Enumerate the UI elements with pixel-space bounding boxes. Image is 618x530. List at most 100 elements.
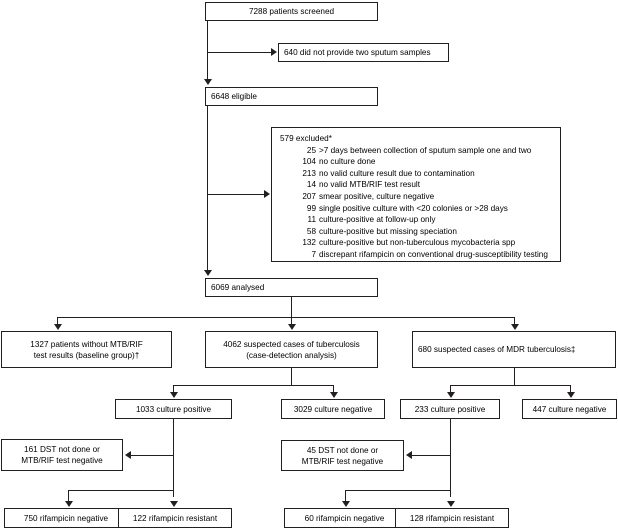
node-suspected-tuberculosis: 4062 suspected cases of tuberculosis (ca… <box>205 331 378 368</box>
excluded-count: 7 <box>311 249 316 259</box>
node-mdr-rifampicin-negative: 60 rifampicin negative <box>284 508 405 528</box>
node-mdr-dst-not-done: 45 DST not done or MTB/RIF test negative <box>281 440 404 471</box>
node-label: 447 culture negative <box>532 404 607 414</box>
node-label: 680 suspected cases of MDR tuberculosis‡ <box>418 345 576 354</box>
connector-suspected-mdr-stem <box>514 368 515 385</box>
arrowhead-analysed <box>203 270 212 276</box>
arrowhead-tb-rif-resistant <box>169 501 178 507</box>
node-analysed: 6069 analysed <box>205 278 378 297</box>
connector-tb-rif-bus <box>68 490 174 491</box>
node-label: 3029 culture negative <box>293 404 373 414</box>
connector-bus-to-tb-culture-negative <box>333 385 334 392</box>
node-label: 1327 patients without MTB/RIF test resul… <box>30 339 143 360</box>
node-excluded-detail: 579 excluded* 25 >7 days between collect… <box>271 127 561 262</box>
node-patients-screened: 7288 patients screened <box>205 2 378 21</box>
arrowhead-suspected-tb <box>287 324 296 330</box>
arrowhead-mdr-culture-positive <box>446 392 455 398</box>
excluded-reason-list: 25 >7 days between collection of sputum … <box>290 145 554 261</box>
connector-mdr-culture-positive-stem <box>450 419 451 497</box>
excluded-reason-item: 14 no valid MTB/RIF test result <box>290 179 554 191</box>
node-label: 1033 culture positive <box>135 404 212 414</box>
excluded-reason-item: 25 >7 days between collection of sputum … <box>290 145 554 157</box>
excluded-count: 14 <box>306 180 316 190</box>
connector-bus-to-suspected-mdr <box>514 317 515 325</box>
excluded-count: 207 <box>302 191 316 201</box>
excluded-reason: single positive culture with <20 colonie… <box>319 203 508 213</box>
excluded-reason: no valid culture result due to contamina… <box>319 168 475 178</box>
node-label: 6648 eligible <box>211 92 257 101</box>
excluded-reason: >7 days between collection of sputum sam… <box>319 145 532 155</box>
excluded-reason: no culture done <box>319 157 376 167</box>
node-label: 640 did not provide two sputum samples <box>284 48 431 57</box>
node-label: 233 culture positive <box>414 404 486 414</box>
connector-bus-to-mdr-rif-negative <box>345 490 346 501</box>
arrowhead-tb-culture-negative <box>329 392 338 398</box>
connector-analysed-stem <box>291 297 292 317</box>
node-tb-culture-positive: 1033 culture positive <box>115 399 232 419</box>
excluded-count: 213 <box>302 168 316 178</box>
excluded-reason-item: 207 smear positive, culture negative <box>290 191 554 203</box>
node-eligible: 6648 eligible <box>205 87 378 106</box>
connector-suspected-tb-bus <box>173 385 333 386</box>
node-suspected-mdr-tuberculosis: 680 suspected cases of MDR tuberculosis‡ <box>412 331 616 368</box>
connector-bus-to-mdr-culture-positive <box>450 385 451 392</box>
node-no-two-sputum-samples: 640 did not provide two sputum samples <box>278 43 449 62</box>
excluded-reason-item: 99 single positive culture with <20 colo… <box>290 203 554 215</box>
node-label: 7288 patients screened <box>248 7 335 16</box>
connector-mdr-rif-bus <box>345 490 451 491</box>
node-label: 161 DST not done or MTB/RIF test negativ… <box>21 445 103 465</box>
excluded-reason: culture-positive but non-tuberculous myc… <box>319 238 516 248</box>
connector-analysed-bus <box>57 317 514 318</box>
connector-bus-to-baseline <box>57 317 58 325</box>
excluded-count: 11 <box>307 215 317 225</box>
excluded-reason: smear positive, culture negative <box>319 191 435 201</box>
connector-bus-to-tb-rif-negative <box>68 490 69 501</box>
connector-bus-to-tb-culture-positive <box>173 385 174 392</box>
excluded-reason: culture-positive at follow-up only <box>319 215 436 225</box>
excluded-reason-item: 213 no valid culture result due to conta… <box>290 168 554 180</box>
arrowhead-baseline-group <box>53 324 62 330</box>
arrowhead-mdr-dst-not-done <box>406 451 412 459</box>
connector-mdr-to-dst-not-done <box>412 455 451 456</box>
connector-bus-to-mdr-culture-negative <box>570 385 571 392</box>
arrowhead-tb-culture-positive <box>169 392 178 398</box>
arrowhead-suspected-mdr <box>510 324 519 330</box>
connector-tb-to-dst-not-done <box>131 455 174 456</box>
arrowhead-mdr-rif-resistant <box>446 501 455 507</box>
excluded-reason: culture-positive but missing speciation <box>319 226 457 236</box>
node-mdr-rifampicin-resistant: 128 rifampicin resistant <box>395 508 509 528</box>
arrowhead-no-sputum <box>271 48 277 56</box>
excluded-count: 132 <box>302 238 316 248</box>
arrowhead-tb-dst-not-done <box>125 451 131 459</box>
excluded-title: 579 excluded* <box>280 134 332 143</box>
node-label: 128 rifampicin resistant <box>409 513 495 523</box>
node-mdr-culture-negative: 447 culture negative <box>522 399 617 419</box>
node-mdr-culture-positive: 233 culture positive <box>400 399 500 419</box>
node-label: 6069 analysed <box>211 283 265 292</box>
excluded-reason-item: 132 culture-positive but non-tuberculous… <box>290 237 554 249</box>
connector-screened-to-eligible <box>207 21 208 79</box>
node-label: 4062 suspected cases of tuberculosis (ca… <box>223 339 360 360</box>
node-label: 45 DST not done or MTB/RIF test negative <box>301 445 384 466</box>
connector-eligible-to-analysed <box>207 106 208 270</box>
connector-eligible-to-excluded <box>207 194 264 195</box>
excluded-count: 58 <box>306 226 316 236</box>
node-tb-dst-not-done: 161 DST not done or MTB/RIF test negativ… <box>1 439 123 471</box>
node-baseline-group: 1327 patients without MTB/RIF test resul… <box>1 331 172 368</box>
arrowhead-excluded <box>264 190 270 198</box>
node-label: 122 rifampicin resistant <box>132 513 218 523</box>
arrowhead-tb-rif-negative <box>64 501 73 507</box>
excluded-count: 99 <box>306 203 316 213</box>
excluded-reason-item: 7 discrepant rifampicin on conventional … <box>290 249 554 261</box>
arrowhead-mdr-culture-negative <box>566 392 575 398</box>
node-tb-culture-negative: 3029 culture negative <box>281 399 385 419</box>
arrowhead-eligible <box>203 79 212 85</box>
node-tb-rifampicin-resistant: 122 rifampicin resistant <box>118 508 232 528</box>
connector-suspected-mdr-bus <box>450 385 570 386</box>
excluded-count: 25 <box>306 145 316 155</box>
arrowhead-mdr-rif-negative <box>341 501 350 507</box>
connector-screened-to-no-sputum <box>207 52 271 53</box>
excluded-reason-item: 104 no culture done <box>290 156 554 168</box>
excluded-reason-item: 11 culture-positive at follow-up only <box>290 214 554 226</box>
